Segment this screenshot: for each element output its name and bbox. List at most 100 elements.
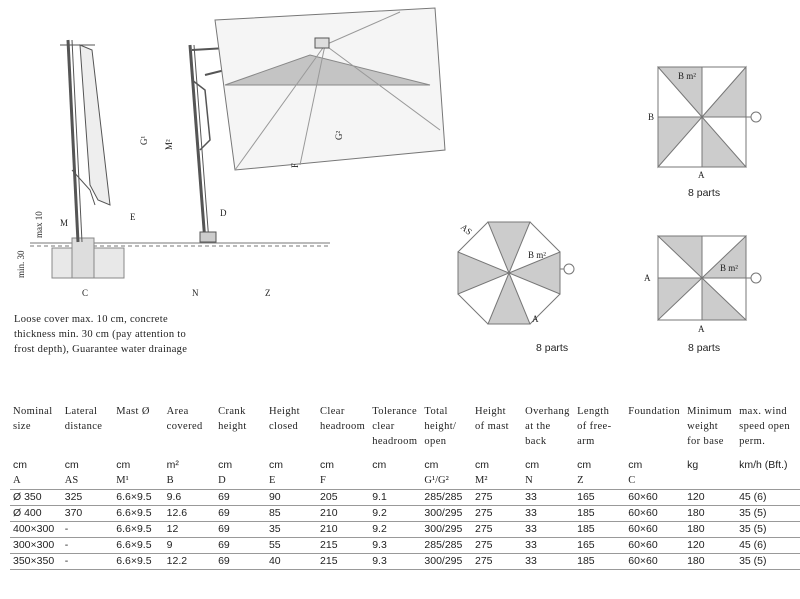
table-cell: 275: [472, 537, 523, 554]
table-cell: D: [215, 474, 266, 490]
table-cell: 69: [215, 505, 266, 522]
table-cell: 35 (5): [736, 505, 800, 522]
table-cell: -: [61, 537, 114, 554]
table-cell: 285/285: [421, 537, 472, 554]
table-cell: 12.6: [163, 505, 216, 522]
label-n: N: [192, 288, 199, 298]
table-cell: 69: [215, 489, 266, 506]
table-cell: [369, 474, 422, 490]
table-cell: 185: [574, 521, 626, 538]
table-cell: -: [61, 553, 114, 570]
table-cell: Z: [574, 474, 626, 490]
table-cell: 300/295: [421, 553, 472, 570]
table-cell: 215: [317, 537, 370, 554]
table-cell: 6.6×9.5: [113, 521, 164, 538]
table-cell: 325: [61, 489, 114, 506]
table-cell: -: [61, 521, 114, 538]
label-max10: max 10: [34, 211, 44, 238]
column-header: Foundation: [628, 406, 681, 417]
table-cell: 215: [317, 553, 370, 570]
table-cell: 120: [684, 489, 737, 506]
table-cell: 180: [684, 505, 737, 522]
label-f: F: [290, 163, 300, 168]
label-m: M: [60, 218, 68, 228]
table-cell: 33: [522, 521, 575, 538]
label-c: C: [82, 288, 88, 298]
column-header: Minimum weight for base: [687, 406, 732, 447]
table-cell: M²: [472, 474, 523, 490]
table-cell: AS: [61, 474, 114, 490]
table-cell: 40: [265, 553, 318, 570]
column-header: Tolerance clear headroom: [372, 406, 418, 447]
label-d: D: [220, 208, 227, 218]
umbrella-technical-drawing: C N Z M E D F G¹ G² M² max 10 min. 30 AS…: [16, 7, 762, 334]
column-header: Mast Ø: [116, 406, 150, 417]
table-cell: A: [10, 474, 62, 490]
table-cell: 9.3: [369, 553, 422, 570]
table-cell: cm: [116, 459, 131, 471]
table-cell: cm: [218, 459, 233, 471]
column-header: Area covered: [166, 406, 203, 432]
table-cell: 300/295: [421, 505, 472, 522]
octagon-top-view: [457, 221, 575, 325]
label-a-sq2: A: [698, 324, 705, 334]
table-cell: Ø 400: [10, 505, 62, 522]
table-cell: 33: [522, 553, 575, 570]
table-cell: 6.6×9.5: [113, 537, 164, 554]
table-cell: 33: [522, 489, 575, 506]
table-cell: 9.2: [369, 521, 422, 538]
label-g1: G¹: [139, 136, 149, 145]
table-cell: 6.6×9.5: [113, 505, 164, 522]
label-bm2-sq2: B m²: [720, 263, 738, 273]
label-a-sq2-side: A: [644, 273, 651, 283]
table-cell: cm: [475, 459, 489, 471]
table-cell: 33: [522, 537, 575, 554]
installation-note: Loose cover max. 10 cm, concrete thickne…: [14, 314, 188, 355]
table-cell: 9.3: [369, 537, 422, 554]
table-cell: E: [265, 474, 318, 490]
open-umbrella: [188, 7, 446, 243]
table-cell: C: [625, 474, 685, 490]
table-cell: 35 (5): [736, 553, 800, 570]
table-cell: cm: [577, 459, 592, 471]
table-cell: cm: [64, 459, 79, 471]
table-cell: 60×60: [625, 521, 685, 538]
table-cell: 33: [522, 505, 575, 522]
table-cell: 350×350: [10, 553, 62, 570]
table-cell: 60×60: [625, 553, 685, 570]
column-header: Length of free-arm: [577, 406, 612, 447]
square-top-view-2: [656, 234, 762, 322]
table-cell: 35 (5): [736, 521, 800, 538]
label-min30: min. 30: [16, 250, 26, 278]
table-cell: 60×60: [625, 505, 685, 522]
table-cell: F: [317, 474, 370, 490]
table-cell: cm: [268, 459, 283, 471]
table-cell: 210: [317, 505, 370, 522]
column-header: Overhang at the back: [525, 406, 570, 447]
label-as: AS: [459, 222, 474, 237]
table-cell: 400×300: [10, 521, 62, 538]
table-cell: m²: [166, 459, 179, 471]
table-cell: 185: [574, 553, 626, 570]
parts-label-octagon: 8 parts: [536, 342, 569, 354]
table-cell: km/h (Bft.): [739, 459, 788, 471]
table-cell: 275: [472, 521, 523, 538]
column-header: Nominal size: [13, 406, 53, 432]
label-e: E: [130, 212, 136, 222]
table-cell: 185: [574, 505, 626, 522]
table-cell: 12: [163, 521, 216, 538]
table-cell: [736, 474, 800, 490]
table-cell: B: [163, 474, 216, 490]
table-cell: 45 (6): [736, 537, 800, 554]
table-cell: 205: [317, 489, 370, 506]
table-cell: 69: [215, 521, 266, 538]
label-bm2-sq1: B m²: [678, 71, 696, 81]
table-cell: 9: [163, 537, 216, 554]
